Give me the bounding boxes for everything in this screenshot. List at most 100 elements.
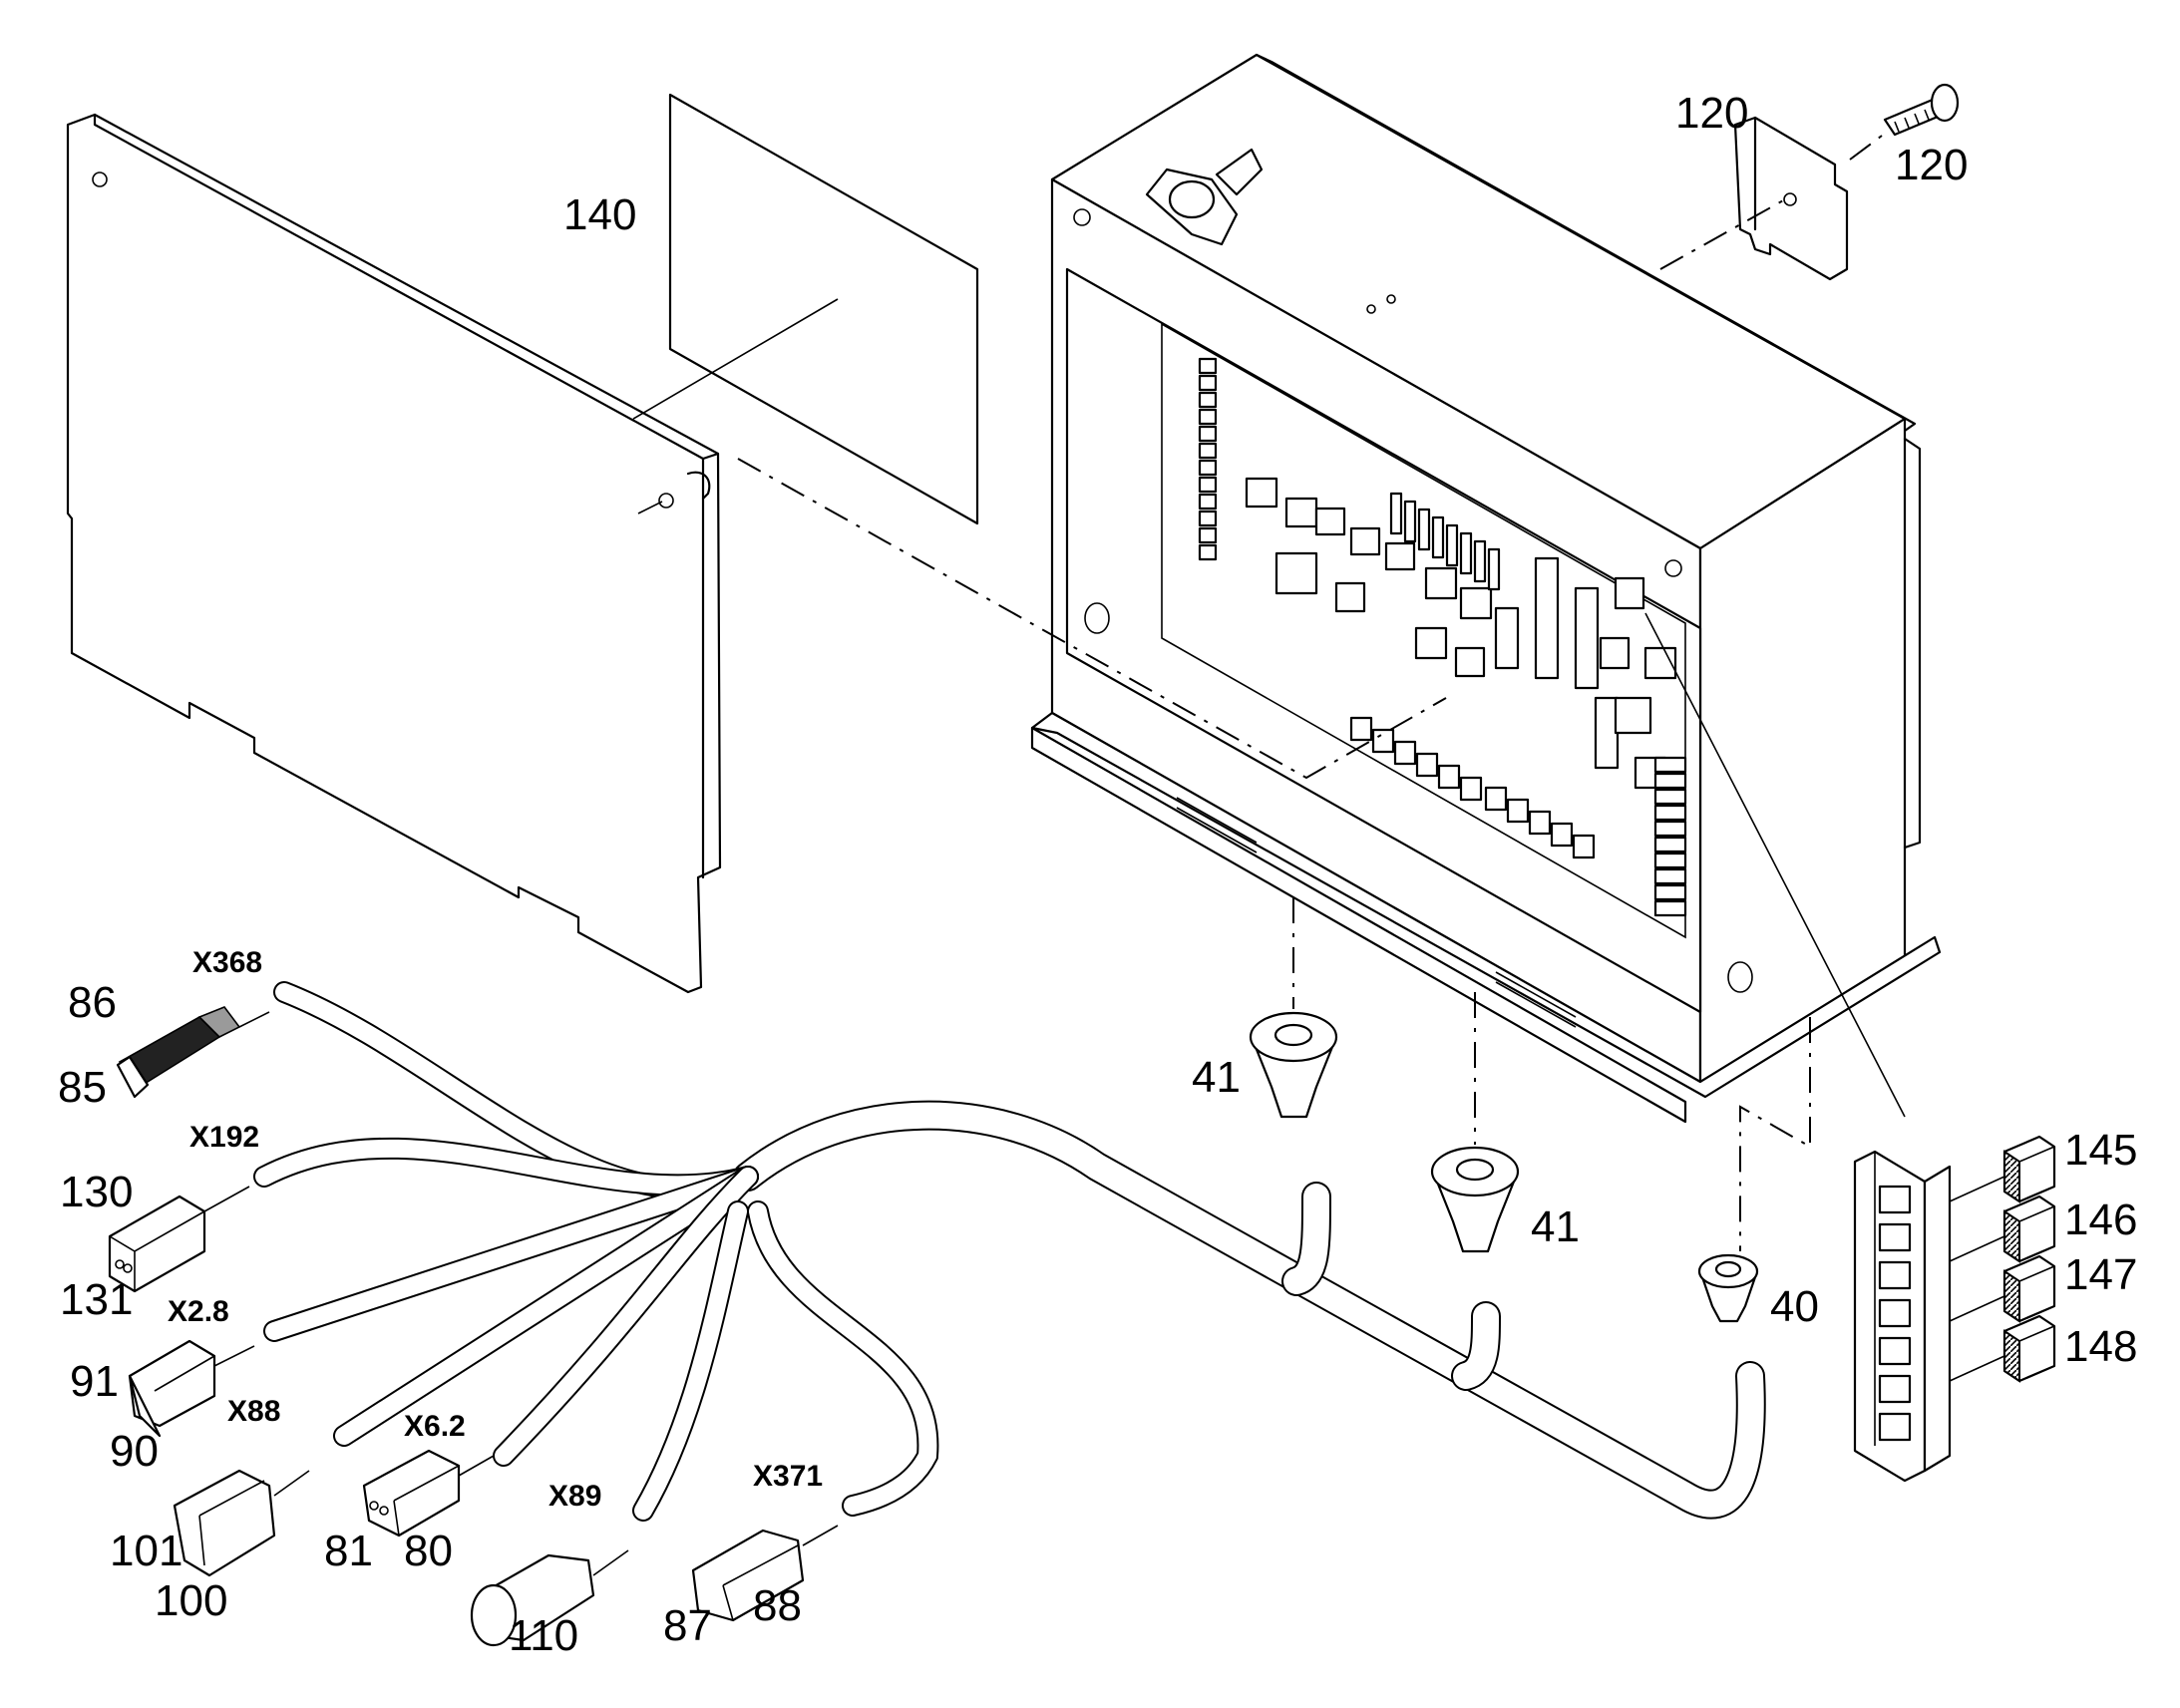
board-connector [1437,764,1461,790]
board-connector [1459,776,1483,802]
board-component [1314,507,1346,536]
relay-face [2003,1269,2020,1323]
grommet-41-a [1249,1011,1338,1119]
part-label-146: 146 [2064,1196,2137,1244]
fuse [1445,523,1459,567]
terminal-block [1653,867,1687,885]
bolt-leader [1849,129,1891,161]
relay-leader [1949,1235,2005,1262]
part-label-86: 86 [68,978,117,1027]
terminal-block [1198,526,1218,544]
wire-harness [253,981,1766,1522]
terminal-block [1198,459,1218,477]
board-component [1599,636,1631,670]
terminal-block [1653,804,1687,822]
part-label-101: 101 [110,1527,182,1575]
board-connector [1572,834,1596,859]
terminal-block [1198,493,1218,511]
tag-x6-2: X6.2 [404,1410,466,1443]
board-connector [1371,728,1395,754]
board-connector [1506,798,1530,824]
relay-edge [2018,1146,2055,1163]
relay-edge [2018,1265,2055,1282]
relay-edge [2018,1205,2055,1222]
board-connector [1528,810,1552,836]
fuse [1389,492,1403,535]
cover-panel [66,113,722,994]
connector-87-88 [691,1525,839,1622]
board-component [1494,606,1520,670]
terminal-block [1653,820,1687,838]
board-component [1334,581,1366,613]
part-label-90: 90 [110,1427,159,1476]
relay-146 [1949,1195,2056,1263]
board-component [1459,586,1493,620]
relay-147 [1949,1254,2056,1323]
board-component [1643,646,1677,680]
part-label-120-bracket: 120 [1675,89,1748,138]
tag-x368: X368 [192,946,262,979]
connector-91-90 [128,1339,255,1438]
board-component [1614,696,1652,735]
board-component [1384,541,1416,571]
part-label-88: 88 [753,1581,802,1630]
board-connector [1349,716,1373,742]
electrical-enclosure [1030,53,1942,1124]
relay-socket [1878,1298,1912,1328]
board-component [1594,696,1620,770]
board-component [1284,497,1318,528]
part-label-87: 87 [663,1601,712,1650]
fuse [1459,531,1473,575]
part-label-100: 100 [155,1576,227,1625]
part-label-40: 40 [1770,1282,1819,1331]
terminal-block [1198,374,1218,392]
tag-x371: X371 [753,1460,823,1493]
terminal-block [1653,836,1687,854]
part-label-140: 140 [563,190,636,239]
fuse [1431,515,1445,559]
board-component [1414,626,1448,660]
terminal-block [1653,852,1687,869]
board-component [1534,556,1560,680]
relay-socket [1878,1222,1912,1252]
relay-socket [1878,1185,1912,1214]
terminal-block [1198,476,1218,494]
part-label-41-a: 41 [1192,1053,1241,1102]
fuse [1473,539,1487,583]
connector-130-131 [108,1186,250,1293]
terminal-block [1198,442,1218,460]
tag-x192: X192 [189,1121,259,1154]
label-sheet [632,93,979,525]
cover-leader [737,458,1447,780]
relays [1949,1135,2056,1383]
relay-face [2003,1329,2020,1383]
terminal-block [1198,543,1218,561]
board-component [1274,551,1318,595]
part-label-91: 91 [70,1357,119,1406]
relay-edge [2018,1325,2055,1342]
relay-base [1853,1150,1952,1483]
connector-81-80 [362,1449,495,1537]
fuse [1487,547,1501,591]
part-label-147: 147 [2064,1250,2137,1299]
relay-leader [1949,1355,2005,1382]
part-label-80: 80 [404,1527,453,1575]
relay-148 [1949,1314,2056,1383]
board-component [1424,566,1458,600]
part-label-41-b: 41 [1531,1202,1580,1251]
grommet-leader-c [1739,1017,1811,1251]
relay-socket [1878,1374,1912,1404]
tag-x89: X89 [548,1480,601,1513]
part-number-labels: 140 120 120 41 41 40 145 146 147 148 86 … [58,89,2137,1660]
board-component [1574,586,1600,690]
board-component [1454,646,1486,678]
terminal-block [1198,510,1218,527]
terminal-block [1198,408,1218,426]
mounting-bracket [1733,116,1849,281]
grommet-40 [1697,1253,1759,1323]
board-connector [1484,786,1508,812]
relay-face [2003,1150,2020,1203]
bracket-leader [1659,198,1786,270]
terminal-block [1198,391,1218,409]
